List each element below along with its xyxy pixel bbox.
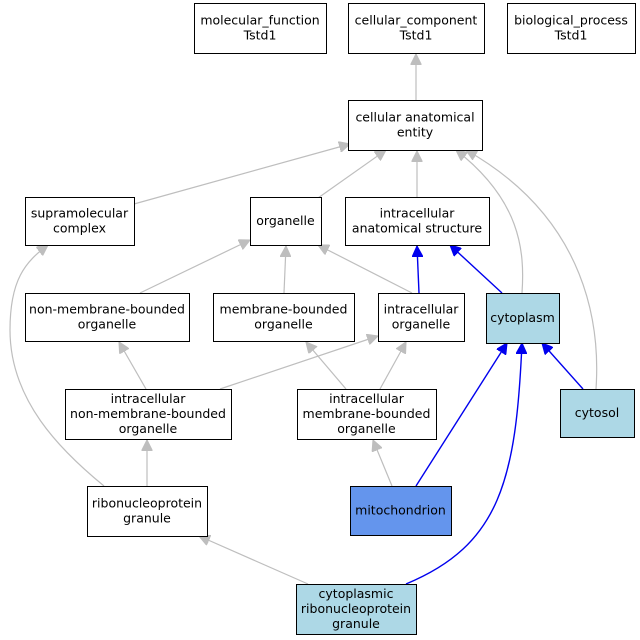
edges-layer [9,54,598,585]
node-box [194,3,327,54]
node-label: membrane-bounded [220,302,348,317]
node-label: cellular anatomical [355,110,474,125]
edge-membrane-bounded-organelle-to-organelle [284,246,286,294]
node-mitochondrion[interactable]: mitochondrion [350,486,452,536]
node-label: cytoplasmic [319,586,394,601]
node-label: organelle [254,317,313,332]
edge-cytosol-to-cellular-anatomical-entity [466,150,598,390]
node-box [486,293,560,344]
node-box [297,389,437,440]
node-box [87,486,208,537]
edge-organelle-to-cellular-anatomical-entity [317,150,386,199]
node-box [25,197,135,246]
node-box [65,389,232,440]
edge-mitochondrion-to-intracellular-membrane-bounded-organelle [373,440,393,487]
node-cytosol[interactable]: cytosol [560,389,635,438]
node-label: cellular_component [355,13,478,28]
node-box [296,584,417,635]
edge-cytoplasm-to-intracellular-anatomical-structure [450,245,503,294]
node-label: granule [123,511,171,526]
node-label: intracellular [384,302,460,317]
node-box [378,293,465,342]
node-label: Tstd1 [554,28,588,43]
node-box [348,100,483,151]
node-box [348,3,485,54]
node-label: organelle [78,317,137,332]
node-intracellular-non-membrane-bounded-organelle[interactable]: intracellularnon-membrane-boundedorganel… [65,389,232,440]
node-label: ribonucleoprotein [92,496,202,511]
edge-intracellular-non-membrane-bounded-organelle-to-intracellular-organelle [219,336,378,390]
node-label: Tstd1 [243,28,277,43]
edge-mitochondrion-to-cytoplasm [415,343,507,487]
node-label: ribonucleoprotein [301,601,411,616]
edge-ribonucleoprotein-granule-to-supramolecular-complex [9,245,105,487]
node-organelle[interactable]: organelle [250,197,322,246]
node-box [507,3,636,54]
edge-intracellular-non-membrane-bounded-organelle-to-non-membrane-bounded-organelle [119,342,147,390]
node-label: non-membrane-bounded [29,302,185,317]
node-cytoplasm[interactable]: cytoplasm [486,293,560,344]
node-box [213,293,355,342]
node-label: organelle [256,213,315,228]
edge-cytosol-to-cytoplasm [542,343,584,390]
node-label: Tstd1 [399,28,433,43]
node-label: biological_process [514,13,628,28]
node-label: entity [397,125,434,140]
node-label: anatomical structure [352,221,482,236]
node-box [25,293,190,342]
node-box [250,197,322,246]
edge-non-membrane-bounded-organelle-to-organelle [139,240,250,294]
node-box [350,486,452,536]
node-label: cytoplasm [490,310,555,325]
node-label: non-membrane-bounded [70,406,226,421]
edge-intracellular-organelle-to-organelle [318,245,413,294]
edge-intracellular-organelle-to-intracellular-anatomical-structure [417,246,419,294]
nodes-layer: molecular_functionTstd1cellular_componen… [25,3,636,635]
node-label: organelle [119,421,178,436]
edge-intracellular-membrane-bounded-organelle-to-intracellular-organelle [379,342,406,390]
node-label: mitochondrion [355,503,446,518]
edge-cytoplasm-to-cellular-anatomical-entity [456,150,524,294]
node-label: intracellular [329,391,405,406]
node-box [345,197,490,246]
node-label: intracellular [111,391,187,406]
node-label: complex [53,221,106,236]
node-label: organelle [392,317,451,332]
node-label: molecular_function [200,13,319,28]
node-label: membrane-bounded [303,406,431,421]
edge-supramolecular-complex-to-cellular-anatomical-entity [133,144,350,205]
node-label: granule [332,616,380,631]
node-label: cytosol [575,405,619,420]
node-label: intracellular [380,206,456,221]
edge-cytoplasmic-ribonucleoprotein-granule-to-cytoplasm [405,343,522,585]
edge-cytoplasmic-ribonucleoprotein-granule-to-ribonucleoprotein-granule [199,536,309,585]
node-label: organelle [337,421,396,436]
node-label: supramolecular [31,206,129,221]
edge-intracellular-membrane-bounded-organelle-to-membrane-bounded-organelle [306,342,347,390]
node-box [560,389,635,438]
